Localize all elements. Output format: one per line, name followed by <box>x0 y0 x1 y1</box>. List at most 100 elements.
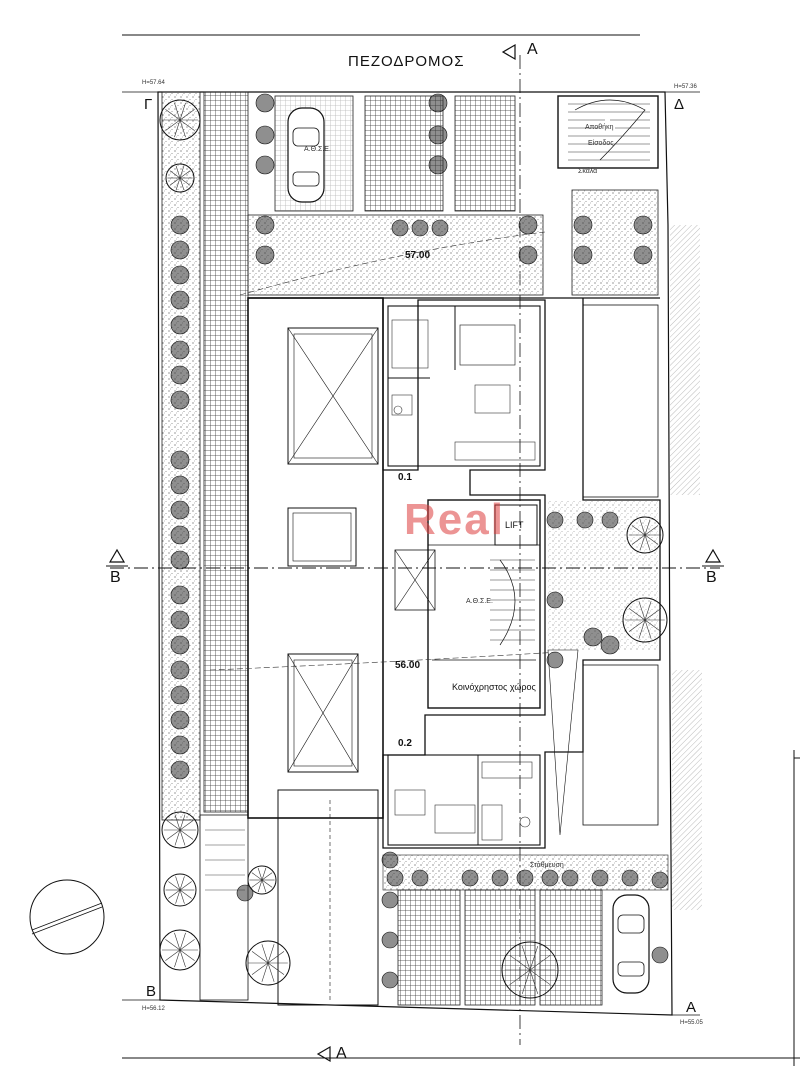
shrub-icon <box>170 760 190 780</box>
shrub-icon <box>159 99 201 141</box>
shrub-icon <box>546 591 564 609</box>
shrub-icon <box>573 245 593 265</box>
shrub-icon <box>518 245 538 265</box>
shrub-icon <box>170 215 190 235</box>
elevation-top-right: H=57.36 <box>674 84 697 90</box>
elevation-top-left: H=57.64 <box>142 80 165 86</box>
stair-core <box>427 499 541 709</box>
level-mark-lower: 0.2 <box>398 738 412 749</box>
shrub-icon <box>170 475 190 495</box>
shrub-icon <box>601 511 619 529</box>
shrub-icon <box>159 929 201 971</box>
shrub-icon <box>391 219 409 237</box>
contour-line-upper <box>239 231 546 296</box>
shrub-icon <box>600 635 620 655</box>
neighbor-hatch-top <box>670 225 700 495</box>
shrub-icon <box>170 660 190 680</box>
parking-bottom-2 <box>464 889 536 1006</box>
shrub-icon <box>583 627 603 647</box>
shrub-icon <box>255 155 275 175</box>
skylight-upper <box>287 327 379 465</box>
car-icon <box>287 107 325 203</box>
shrub-icon <box>651 946 669 964</box>
shrub-icon <box>546 511 564 529</box>
room-common-area: Κοινόχρηστος χώρος <box>452 682 536 692</box>
corner-gamma: Γ <box>144 96 153 113</box>
shrub-icon <box>381 931 399 949</box>
note-entrance: Είσοδος <box>588 140 614 147</box>
level-mark-upper: 0.1 <box>398 472 412 483</box>
parking-bay-2 <box>364 95 444 212</box>
shrub-icon <box>546 651 564 669</box>
shrub-icon <box>518 215 538 235</box>
gravel-courtyard-right <box>548 500 658 650</box>
parking-bottom-1 <box>397 889 461 1006</box>
skylight-middle <box>287 507 357 567</box>
shrub-icon <box>576 511 594 529</box>
skylight-small <box>394 549 436 611</box>
parking-bottom-3 <box>539 889 603 1006</box>
shrub-icon <box>431 219 449 237</box>
apartment-upper <box>387 305 541 467</box>
section-b-left-arrow <box>108 548 126 563</box>
parking-bay-3 <box>454 95 516 212</box>
note-stairs: Σκάλα <box>578 168 598 175</box>
note-storage: Αποθήκη <box>585 124 614 131</box>
street-label: ΠΕΖΟΔΡΟΜΟΣ <box>348 53 465 70</box>
gravel-band-top-right <box>571 189 659 296</box>
grid-paving-strip-left <box>203 91 249 813</box>
corner-delta: Δ <box>674 96 685 113</box>
section-b-right-label: B <box>706 569 717 586</box>
shrub-icon <box>170 735 190 755</box>
shrub-plantings <box>159 93 669 999</box>
shrub-icon <box>411 219 429 237</box>
shrub-icon <box>170 500 190 520</box>
shrub-icon <box>236 884 254 902</box>
shrub-icon <box>170 685 190 705</box>
shrub-icon <box>573 215 593 235</box>
shrub-icon <box>381 891 399 909</box>
shrub-icon <box>170 450 190 470</box>
shrub-icon <box>163 873 197 907</box>
corner-alpha: A <box>686 999 697 1016</box>
staircase-top-right <box>557 95 659 169</box>
shrub-icon <box>626 516 664 554</box>
section-b-right-arrow <box>704 548 722 563</box>
shrub-icon <box>170 290 190 310</box>
shrub-icon <box>381 971 399 989</box>
section-a-bottom-arrow <box>316 1045 331 1063</box>
shrub-icon <box>170 340 190 360</box>
shrub-icon <box>461 869 479 887</box>
shrub-icon <box>170 365 190 385</box>
note-parking: Στάθμευση <box>530 862 564 869</box>
driveway-ramp <box>277 789 379 1006</box>
shrub-icon <box>255 215 275 235</box>
section-a-top-label: A <box>527 41 538 58</box>
north-arrow-icon <box>29 879 105 955</box>
shrub-icon <box>541 869 559 887</box>
shrub-icon <box>170 550 190 570</box>
shrub-icon <box>621 869 639 887</box>
shrub-icon <box>428 155 448 175</box>
open-area-right-lower <box>582 664 659 826</box>
shrub-icon <box>491 869 509 887</box>
shrub-icon <box>651 871 669 889</box>
shrub-icon <box>386 869 404 887</box>
section-a-top-arrow <box>501 43 516 61</box>
room-lift: LIFT <box>505 520 524 530</box>
shrub-icon <box>561 869 579 887</box>
shrub-icon <box>170 390 190 410</box>
shrub-icon <box>591 869 609 887</box>
section-b-left-label: B <box>110 569 121 586</box>
room-parking-center: Α.Θ.Σ.Ε. <box>466 598 493 605</box>
shrub-icon <box>245 940 291 986</box>
room-parking-top: Α.Θ.Σ.Ε. <box>304 146 331 153</box>
corner-beta: B <box>146 983 157 1000</box>
shrub-icon <box>428 125 448 145</box>
shrub-icon <box>428 93 448 113</box>
shrub-icon <box>165 163 195 193</box>
shrub-icon <box>255 93 275 113</box>
shrub-icon <box>170 525 190 545</box>
real-watermark: Real <box>404 495 505 544</box>
